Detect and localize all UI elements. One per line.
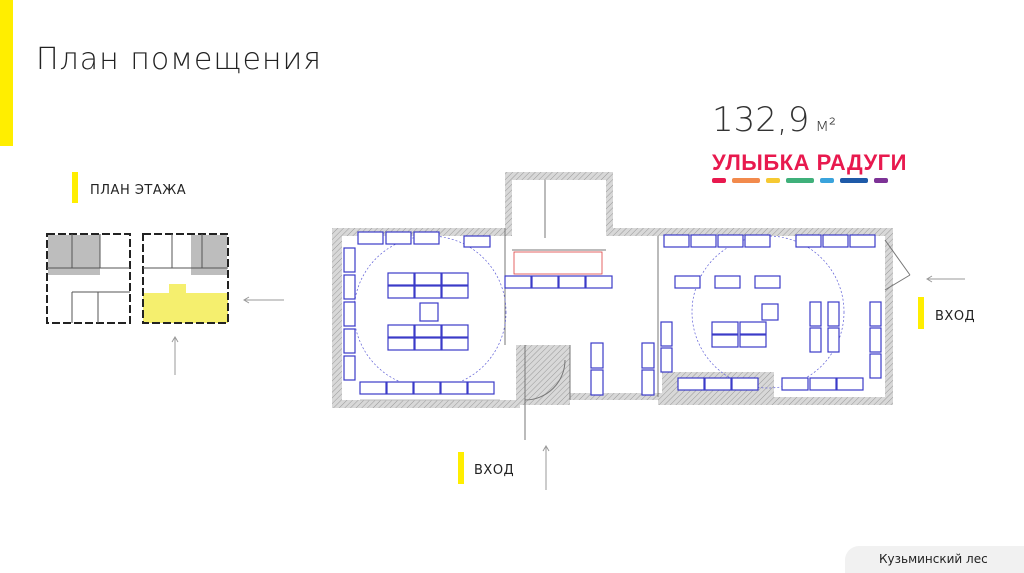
furniture-item [467, 381, 495, 395]
furniture-item [387, 272, 415, 286]
furniture-item [590, 369, 604, 396]
furniture-item [849, 234, 876, 248]
furniture-item [641, 342, 655, 369]
entrance-marker-right [918, 297, 924, 329]
floor-plan-label-marker [72, 172, 78, 203]
furniture-item [440, 381, 468, 395]
furniture-item [343, 328, 356, 354]
logo-stripes [712, 178, 888, 183]
entrance-label-right: ВХОД [935, 309, 976, 324]
furniture-item [869, 327, 882, 353]
furniture-item [822, 234, 849, 248]
furniture-item [343, 247, 356, 273]
furniture-item [660, 347, 673, 373]
furniture-item [809, 301, 822, 327]
floor-plan-label: ПЛАН ЭТАЖА [90, 183, 187, 198]
logo-stripe [766, 178, 780, 183]
logo-stripe [820, 178, 834, 183]
furniture-item [558, 275, 586, 289]
furniture-item [869, 301, 882, 327]
furniture-item [585, 275, 613, 289]
mini-floor-plan [46, 233, 965, 490]
main-floor-plan [332, 172, 911, 440]
furniture-item [357, 231, 384, 245]
furniture-item [739, 321, 767, 335]
area-number: 132,9 [712, 100, 810, 140]
mini-plan-occupied-area [191, 235, 227, 275]
mini-plan-highlighted-unit [169, 284, 186, 294]
furniture-item [660, 321, 673, 347]
furniture-item [754, 275, 781, 289]
furniture-item [343, 274, 356, 300]
furniture-item [739, 334, 767, 348]
mini-plan-highlighted-unit [143, 293, 228, 323]
furniture-item [441, 324, 469, 338]
furniture-item [711, 334, 739, 348]
furniture-item [413, 231, 440, 245]
footer-location-tab: Кузьминский лес [845, 546, 1024, 573]
brand-logo: УЛЫБКА РАДУГИ [712, 150, 907, 175]
furniture-item [504, 275, 532, 289]
furniture-item [704, 377, 732, 391]
furniture-item [711, 321, 739, 335]
furniture-item [731, 377, 759, 391]
furniture-item [663, 234, 690, 248]
logo-stripe [874, 178, 888, 183]
logo-stripe [840, 178, 868, 183]
page-title: План помещения [36, 42, 323, 77]
furniture-item [414, 285, 442, 299]
furniture-item [463, 235, 491, 248]
furniture-item [809, 327, 822, 353]
furniture-item [714, 275, 741, 289]
accent-bar-top-left [0, 0, 13, 146]
furniture-item [387, 285, 415, 299]
furniture-item [414, 337, 442, 351]
footer-location: Кузьминский лес [879, 552, 988, 566]
furniture-item [414, 324, 442, 338]
furniture-item [717, 234, 744, 248]
logo-stripe [732, 178, 760, 183]
furniture-item [641, 369, 655, 396]
furniture-item [385, 231, 412, 245]
area-unit: м² [815, 115, 837, 136]
furniture-item [674, 275, 701, 289]
furniture-item [744, 234, 771, 248]
furniture-item [761, 303, 779, 321]
furniture-item [781, 377, 809, 391]
furniture-item [387, 324, 415, 338]
furniture-item [836, 377, 864, 391]
furniture-item [359, 381, 387, 395]
furniture-item [690, 234, 717, 248]
furniture-item [827, 327, 840, 353]
furniture-item [809, 377, 837, 391]
furniture-item [441, 272, 469, 286]
furniture-item [441, 337, 469, 351]
furniture-item [414, 272, 442, 286]
logo-stripe [786, 178, 814, 183]
furniture-item [531, 275, 559, 289]
furniture-item [677, 377, 705, 391]
furniture-item [869, 353, 882, 379]
furniture-item [413, 381, 441, 395]
furniture-item [387, 337, 415, 351]
furniture-item [441, 285, 469, 299]
furniture-item [590, 342, 604, 369]
mini-plan-occupied-area [48, 235, 100, 275]
furniture-item [795, 234, 822, 248]
entrance-marker-bottom [458, 452, 464, 484]
furniture-item [419, 302, 439, 322]
furniture-item [386, 381, 414, 395]
logo-stripe [712, 178, 726, 183]
furniture-item [827, 301, 840, 327]
furniture-item [343, 301, 356, 327]
entrance-label-bottom: ВХОД [474, 463, 515, 478]
furniture-item [343, 355, 356, 381]
